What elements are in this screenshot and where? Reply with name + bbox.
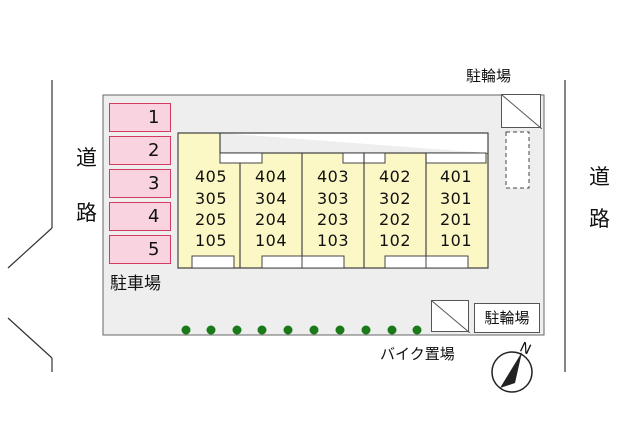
unit-label: 305 <box>194 189 228 208</box>
unit-label: 301 <box>439 189 473 208</box>
compass-icon <box>491 351 533 393</box>
bicycle-parking-top-box <box>501 94 542 129</box>
left-road-corner-lower <box>7 317 53 359</box>
right-road-label-2: 路 <box>589 207 610 231</box>
parking-slot-number: 1 <box>148 107 160 128</box>
parking-slot-number: 3 <box>148 173 160 194</box>
parking-slot: 3 <box>109 169 171 198</box>
parking-slot: 5 <box>109 235 171 264</box>
bicycle-parking-top-label: 駐輪場 <box>466 67 512 85</box>
unit-label: 304 <box>254 189 288 208</box>
dashed-bicycle-area <box>505 131 530 189</box>
unit-label: 101 <box>439 231 473 250</box>
parking-label: 駐車場 <box>110 274 161 294</box>
parking-slot: 2 <box>109 136 171 165</box>
unit-label: 205 <box>194 210 228 229</box>
unit-label: 303 <box>316 189 350 208</box>
unit-label: 105 <box>194 231 228 250</box>
unit-label: 405 <box>194 167 228 186</box>
unit-label: 201 <box>439 210 473 229</box>
parking-slot-number: 2 <box>148 140 160 161</box>
unit-label: 302 <box>378 189 412 208</box>
parking-slot-number: 5 <box>148 239 160 260</box>
unit-label: 404 <box>254 167 288 186</box>
bicycle-parking-bottom-label: 駐輪場 <box>474 303 540 333</box>
bike-parking-label: バイク置場 <box>380 345 455 363</box>
left-road-label-2: 路 <box>76 201 97 225</box>
tree-row <box>181 325 422 335</box>
unit-label: 104 <box>254 231 288 250</box>
left-road-label-1: 道 <box>76 146 97 170</box>
unit-label: 401 <box>439 167 473 186</box>
left-road-corner <box>7 227 53 269</box>
right-road-label-1: 道 <box>589 165 610 189</box>
apartment-building <box>177 132 489 269</box>
unit-label: 204 <box>254 210 288 229</box>
unit-label: 103 <box>316 231 350 250</box>
bike-parking-box <box>431 300 470 333</box>
unit-label: 202 <box>378 210 412 229</box>
unit-label: 203 <box>316 210 350 229</box>
parking-slot: 4 <box>109 202 171 231</box>
parking-slot-number: 4 <box>148 206 160 227</box>
parking-slot: 1 <box>109 103 171 132</box>
unit-label: 402 <box>378 167 412 186</box>
unit-label: 102 <box>378 231 412 250</box>
unit-label: 403 <box>316 167 350 186</box>
